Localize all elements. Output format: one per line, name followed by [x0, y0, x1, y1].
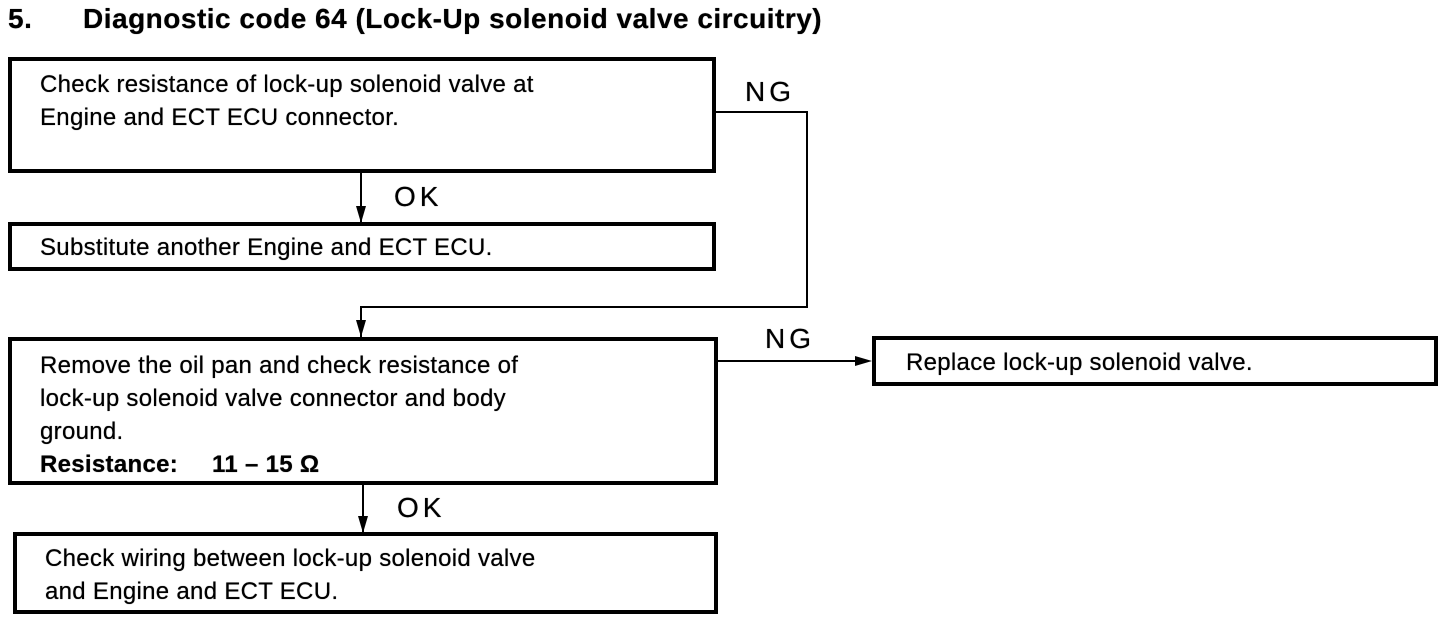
connector-ok-bottom-line — [362, 485, 364, 533]
flow-box-substitute-ecu: Substitute another Engine and ECT ECU. — [8, 222, 716, 271]
arrow-down-icon — [358, 516, 368, 533]
arrow-down-icon — [356, 206, 366, 223]
ok-top-label: OK — [394, 181, 443, 212]
flow-box-text-line: Remove the oil pan and check resistance … — [40, 352, 519, 379]
arrow-down-icon — [356, 320, 366, 337]
flow-box-text-line: Replace lock-up solenoid valve. — [906, 349, 1253, 376]
resistance-spec-line: Resistance: 11 – 15 Ω — [40, 448, 704, 481]
flow-box-text-line: lock-up solenoid valve connector and bod… — [40, 385, 506, 412]
flow-box-text-line: ground. — [40, 418, 124, 445]
ng-right-label: NG — [765, 323, 815, 354]
flow-box-check-resistance: Check resistance of lock-up solenoid val… — [8, 57, 716, 173]
resistance-value: 11 – 15 Ω — [212, 451, 320, 478]
flow-box-text-line: Substitute another Engine and ECT ECU. — [40, 234, 493, 261]
flow-box-text-line: Check resistance of lock-up solenoid val… — [40, 71, 534, 98]
flow-box-text-line: Engine and ECT ECU connector. — [40, 104, 400, 131]
flow-box-text-line: Check wiring between lock-up solenoid va… — [45, 545, 536, 572]
flow-box-remove-oil-pan: Remove the oil pan and check resistance … — [8, 337, 718, 485]
ng-top-label: NG — [745, 76, 795, 107]
flow-box-text-line: and Engine and ECT ECU. — [45, 578, 339, 605]
ok-bottom-label: OK — [397, 492, 446, 523]
connector-ng-top-line-h1 — [714, 111, 808, 113]
connector-ng-right-line — [718, 360, 858, 362]
connector-ng-top-line-h2 — [361, 306, 808, 308]
flow-box-replace-valve: Replace lock-up solenoid valve. — [872, 336, 1438, 386]
flow-box-check-wiring: Check wiring between lock-up solenoid va… — [13, 532, 718, 614]
section-title: Diagnostic code 64 (Lock-Up solenoid val… — [83, 3, 823, 34]
connector-ng-top-line-v — [806, 111, 808, 308]
arrow-right-icon — [855, 356, 872, 366]
section-number: 5. — [8, 3, 33, 34]
resistance-label: Resistance: — [40, 451, 179, 478]
connector-ok-top-line — [360, 172, 362, 223]
